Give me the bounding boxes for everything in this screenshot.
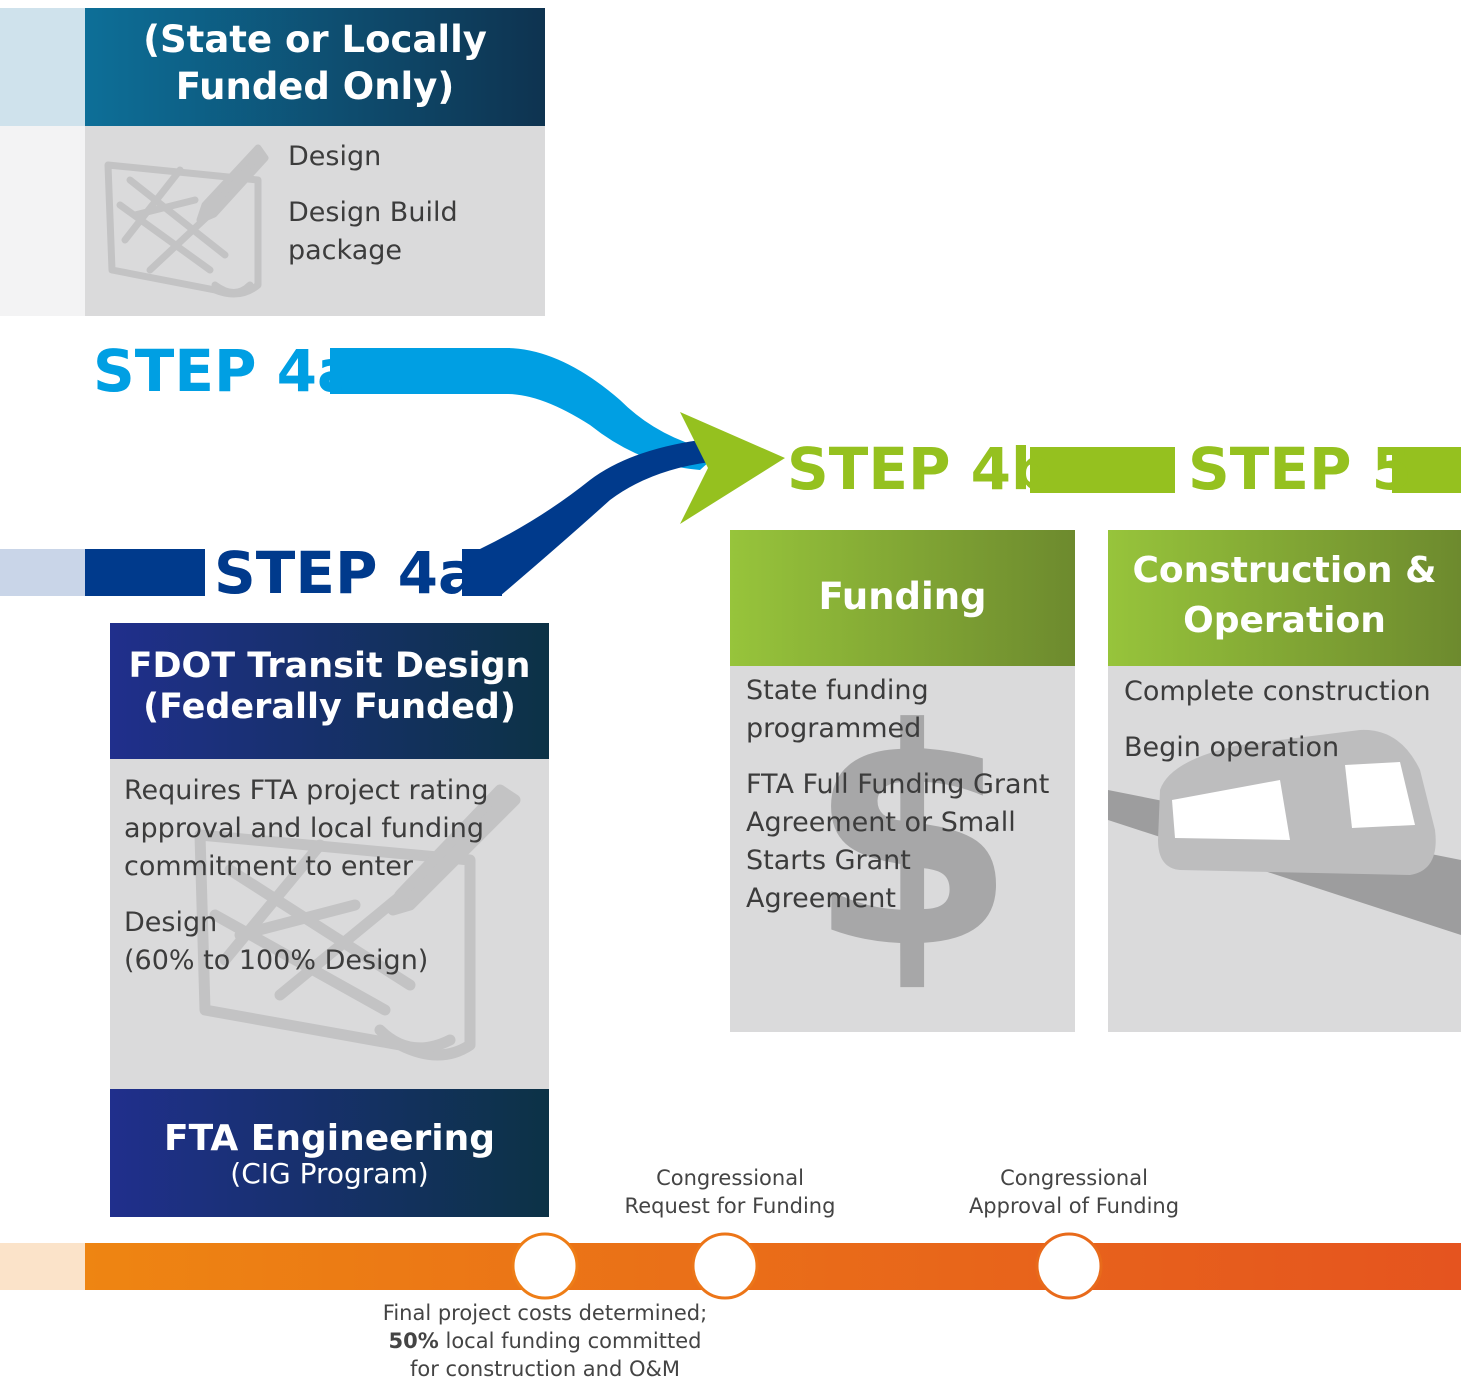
step4b-bar — [1030, 447, 1175, 493]
left-strip-orange — [0, 1243, 85, 1290]
dollar-icon: $ — [807, 665, 1017, 1014]
left-strip-gray — [0, 126, 85, 316]
step4a-bottom-connector — [480, 440, 710, 596]
milestone-1-caption-line2: 50% local funding committed — [360, 1327, 730, 1355]
step4a-bottom-left-bar — [85, 549, 205, 596]
milestone-1-caption-rest: local funding committed — [438, 1329, 702, 1353]
top-box-header — [85, 8, 545, 126]
timeline-bar — [85, 1243, 1461, 1290]
milestone-2-circle — [691, 1232, 759, 1300]
construction-item-complete: Complete construction — [1124, 676, 1431, 707]
map-pencil-icon-large — [194, 784, 521, 1061]
funding-state-line2: programmed — [746, 713, 922, 744]
top-box-items: Design Design Build package — [288, 138, 538, 270]
step4a-bottom-label: STEP 4a — [214, 539, 478, 607]
fdot-box-title-line2: (Federally Funded) — [143, 687, 516, 727]
top-box-item-design: Design — [288, 141, 382, 172]
top-box-body — [85, 126, 545, 316]
funding-box-body — [730, 666, 1075, 1032]
milestone-3-caption: Congressional Approval of Funding — [934, 1164, 1214, 1220]
milestone-1-caption-line1: Final project costs determined; — [382, 1301, 708, 1325]
fdot-box-header — [110, 623, 549, 759]
construction-title-line2: Operation — [1183, 600, 1386, 641]
merge-arrowhead — [680, 412, 785, 524]
fdot-requirement-line2: approval and local funding — [124, 813, 484, 844]
step4a-top-bar — [330, 348, 510, 394]
milestone-3-caption-line1: Congressional — [1000, 1166, 1148, 1190]
milestone-2-caption-line1: Congressional — [656, 1166, 804, 1190]
left-strip-navy — [0, 549, 85, 596]
fdot-requirement-line1: Requires FTA project rating — [124, 775, 489, 806]
top-box-item-design-build: Design Build — [288, 197, 458, 228]
fta-engineering-title: FTA Engineering — [163, 1118, 496, 1159]
step5-label: STEP 5 — [1188, 435, 1413, 503]
milestone-1-caption-bold: 50% — [388, 1329, 439, 1353]
milestone-1-caption-line3: for construction and O&M — [409, 1357, 681, 1381]
fdot-design-line2: (60% to 100% Design) — [124, 945, 429, 976]
construction-title-line1: Construction & — [1132, 550, 1437, 591]
step5-bar — [1392, 447, 1461, 493]
milestone-2-caption: Congressional Request for Funding — [590, 1164, 870, 1220]
map-pencil-icon — [104, 144, 269, 298]
funding-box-body-text: State funding programmed FTA Full Fundin… — [746, 672, 1066, 918]
construction-item-begin: Begin operation — [1124, 732, 1340, 763]
funding-state-line1: State funding — [746, 675, 929, 706]
construction-box-header — [1108, 530, 1461, 666]
funding-fta-line1: FTA Full Funding Grant — [746, 769, 1050, 800]
funding-box-header — [730, 530, 1075, 666]
train-icon — [1108, 729, 1461, 935]
fdot-box-title-line1: FDOT Transit Design — [128, 646, 531, 686]
funding-fta-line3: Starts Grant Agreement — [746, 845, 911, 914]
fta-engineering-subtitle: (CIG Program) — [230, 1157, 429, 1190]
funding-box-title: Funding — [818, 575, 987, 618]
funding-fta-line2: Agreement or Small — [746, 807, 1016, 838]
fdot-requirement-line3: commitment to enter — [124, 851, 413, 882]
milestone-2-caption-line2: Request for Funding — [624, 1194, 836, 1218]
fdot-box-title: FDOT Transit Design (Federally Funded) — [110, 646, 549, 728]
top-box-item-package: package — [288, 235, 402, 266]
top-box-title-line1: (State or Locally — [143, 18, 487, 61]
step4a-top-label: STEP 4a — [93, 337, 357, 405]
fdot-box-body-text: Requires FTA project rating approval and… — [124, 772, 544, 980]
top-box-title: (State or Locally Funded Only) — [85, 16, 545, 110]
fta-engineering-footer — [110, 1089, 549, 1217]
milestone-3-caption-line2: Approval of Funding — [968, 1194, 1180, 1218]
left-strip-blue — [0, 8, 85, 126]
milestone-1-caption: Final project costs determined; 50% loca… — [360, 1299, 730, 1383]
construction-box-title: Construction & Operation — [1108, 546, 1461, 646]
milestone-1-circle — [511, 1232, 579, 1300]
top-box-title-line2: Funded Only) — [175, 65, 455, 108]
step4b-label: STEP 4b — [787, 435, 1053, 503]
fdot-design-line1: Design — [124, 907, 218, 938]
milestone-3-circle — [1035, 1232, 1103, 1300]
construction-box-body-text: Complete construction Begin operation — [1124, 673, 1459, 767]
step4a-top-connector — [505, 348, 720, 470]
